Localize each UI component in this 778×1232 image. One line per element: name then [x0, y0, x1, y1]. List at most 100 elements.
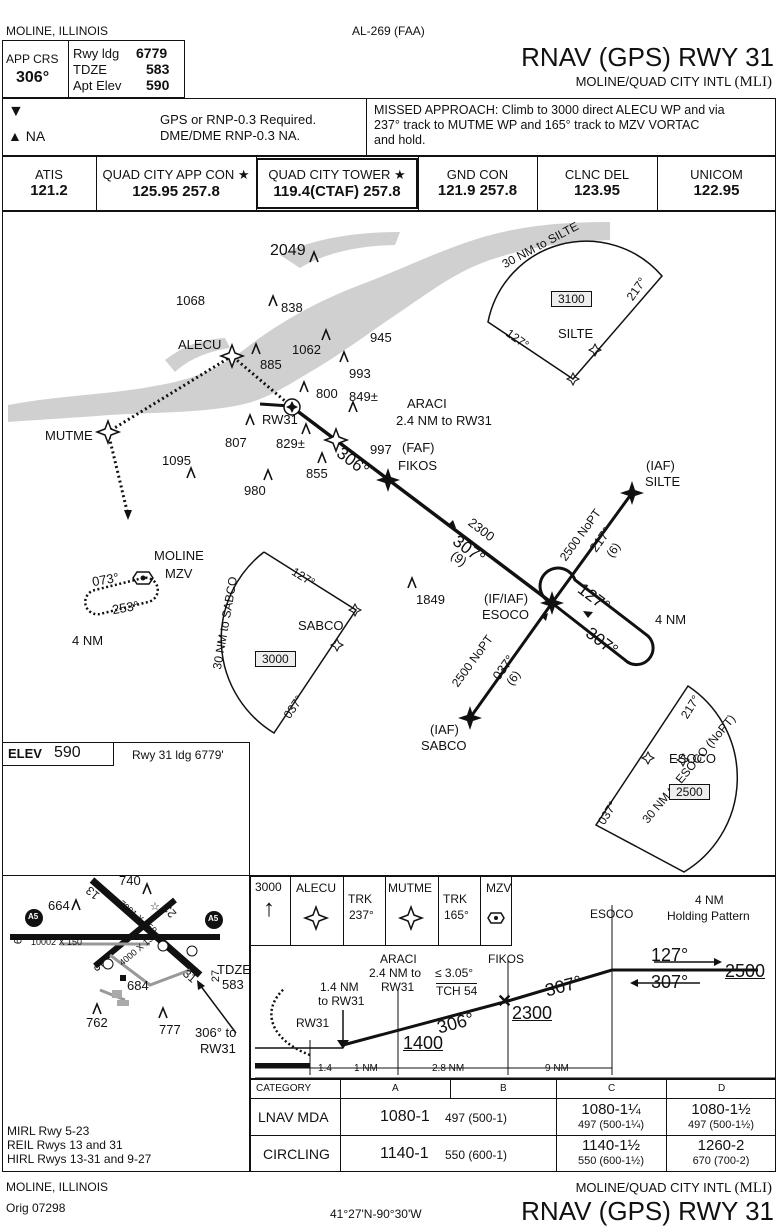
footer-airport-text: MOLINE/QUAD CITY INTL [575, 1180, 731, 1195]
label-faf: (FAF) [402, 440, 435, 455]
min-lnav-c-sub: 497 (500-1¼) [577, 1119, 645, 1131]
profile-rw31: RW31 [296, 1016, 330, 1030]
profile-c307b: 307° [651, 972, 689, 992]
airport-id: (MLI) [734, 74, 773, 90]
waypoint-mutme-icon [94, 418, 122, 446]
label-araci: ARACI [407, 396, 447, 411]
rwy-ldg-label: Rwy ldg [73, 46, 120, 61]
diagram-tdze-value: 583 [222, 977, 244, 992]
runway-bar [255, 1063, 310, 1068]
obst-800: 800 [316, 386, 338, 401]
comms-box [2, 156, 776, 211]
waypoint-esoco-icon [540, 591, 564, 615]
vdp-marker-icon [337, 1040, 349, 1049]
label-esoco-taa: ESOCO [669, 751, 716, 766]
lighting-3: HIRL Rwys 13-31 and 9-27 [7, 1152, 152, 1166]
profile-alt-2300: 2300 [512, 1003, 553, 1023]
taa-silte-alt: 3100 [551, 291, 592, 307]
lighting-2: REIL Rwys 13 and 31 [7, 1138, 123, 1152]
chart-id: AL-269 (FAA) [352, 24, 425, 38]
climb-arrow-icon: ↑ [263, 895, 275, 922]
tower-box [256, 158, 418, 209]
comm-tower-freq: 119.4(CTAF) 257.8 [273, 183, 401, 200]
obst-993: 993 [349, 366, 371, 381]
runway-9-27 [10, 934, 220, 940]
diagram-arrow-label-2: RW31 [200, 1041, 236, 1056]
missed-line-2: 237° track to MUTME WP and 165° track to… [374, 118, 700, 132]
taa-esoco-arc [594, 684, 739, 873]
missed-climb-alt: 3000 [255, 880, 282, 894]
waypoint-araci-icon [322, 426, 350, 454]
minimums-table [250, 1079, 776, 1172]
label-rw31: RW31 [262, 412, 298, 427]
missed-mutme-icon [397, 904, 425, 932]
taa-esoco-icon [675, 752, 691, 768]
obstacle-icons [186, 249, 417, 589]
gps-note-1: GPS or RNP-0.3 Required. [160, 112, 317, 127]
obst-1068: 1068 [176, 293, 205, 308]
missed-alecu: ALECU [296, 881, 337, 895]
app-crs-value: 306° [16, 69, 50, 86]
obst-2049: 2049 [270, 242, 306, 259]
diagram-obst-684: 684 [127, 978, 149, 993]
header-city: MOLINE, ILLINOIS [6, 24, 109, 38]
svg-text:☆: ☆ [150, 901, 160, 913]
label-moline: MOLINE [154, 548, 204, 563]
missed-icons-box [250, 876, 512, 946]
plan-view-frame [2, 211, 776, 876]
a5-marker-icon [25, 909, 43, 927]
river-branch [280, 232, 400, 268]
comm-app-freq: 125.95 257.8 [132, 183, 220, 200]
min-header-a: A [392, 1083, 399, 1094]
label-sabco-taa: SABCO [298, 618, 344, 633]
river-shape [8, 222, 610, 422]
obst-849: 849± [349, 389, 378, 404]
obst-838: 838 [281, 300, 303, 315]
elev-box [2, 742, 114, 766]
rwy-dim-1: 10002 X 150 [31, 937, 83, 947]
mzv-hold [83, 576, 160, 616]
svg-text:✕: ✕ [497, 991, 512, 1011]
elev-label: ELEV [8, 746, 42, 761]
profile-alt-2500: 2500 [725, 961, 766, 981]
missed-line-1: MISSED APPROACH: Climb to 3000 direct AL… [374, 103, 725, 117]
info-box [2, 40, 185, 98]
missed-trk2-label: TRK [443, 892, 467, 906]
label-sabco: SABCO [421, 738, 467, 753]
elev-value: 590 [54, 744, 81, 761]
comm-clnc-freq: 123.95 [574, 182, 620, 199]
a5-label-2: A5 [208, 914, 219, 923]
obst-1095: 1095 [162, 453, 191, 468]
diagram-arrow-label-1: 306° to [195, 1025, 237, 1040]
app-crs-label: APP CRS [6, 52, 59, 66]
footer-airport: MOLINE/QUAD CITY INTL (MLI) [576, 1180, 772, 1197]
min-header-d: D [718, 1083, 726, 1094]
obst-885: 885 [260, 357, 282, 372]
taa-esoco-alt: 2500 [669, 784, 710, 800]
waypoint-sabco-icon [458, 706, 482, 730]
comm-unicom-freq: 122.95 [693, 182, 740, 199]
label-if-iaf: (IF/IAF) [484, 591, 529, 606]
label-iaf-silte: (IAF) [646, 458, 675, 473]
mzv-hold-4nm: 4 NM [72, 633, 104, 648]
airport-diagram-frame [2, 742, 250, 1172]
taa-sabco-arc [220, 551, 358, 735]
profile-dist-rw-2: to RW31 [318, 994, 365, 1008]
diagram-obst-664: 664 [48, 898, 70, 913]
profile-seg-3: 2.8 NM [432, 1063, 465, 1074]
runway-threshold-icon [283, 398, 301, 416]
river-branch-2 [165, 338, 230, 372]
waypoint-fikos-icon [376, 468, 400, 492]
missed-mutme: MUTME [388, 881, 432, 895]
taa-sabco-alt: 3000 [255, 651, 296, 667]
profile-hold-2: Holding Pattern [667, 909, 750, 923]
profile-esoco: ESOCO [590, 907, 634, 921]
notes-box [2, 98, 776, 156]
comm-app-con: QUAD CITY APP CON ★125.95 257.8 [96, 167, 256, 200]
comm-gnd-freq: 121.9 257.8 [437, 182, 518, 199]
alternate-na-icon: ▲ NA [8, 128, 46, 144]
